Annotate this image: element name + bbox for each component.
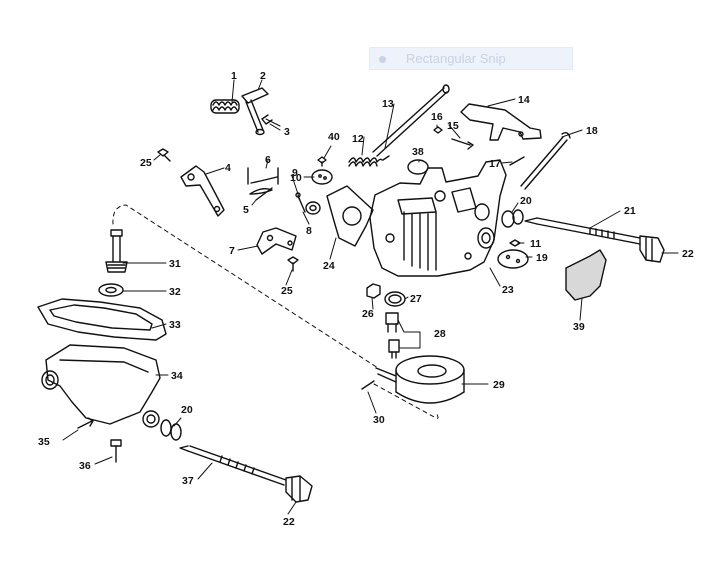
callout-38: 38: [412, 146, 424, 158]
callout-16: 16: [431, 111, 443, 123]
part-14-choke-lever: [460, 103, 542, 141]
leader-lines: [62, 79, 679, 515]
callout-8: 8: [306, 225, 312, 237]
callout-28: 28: [434, 328, 446, 340]
part-28-jets: [385, 312, 400, 359]
part-37-needle: [179, 445, 287, 486]
part-23-body: [369, 159, 507, 277]
assembly-dashed-line: [112, 204, 439, 419]
callout-37: 37: [182, 475, 194, 487]
callout-20-upper: 20: [520, 195, 532, 207]
callout-20-lower: 20: [181, 404, 193, 416]
callout-10: 10: [290, 172, 302, 184]
part-17-pin: [509, 156, 525, 166]
callout-34: 34: [171, 370, 183, 382]
callout-15: 15: [447, 120, 459, 132]
callout-23: 23: [502, 284, 514, 296]
callout-27: 27: [410, 293, 422, 305]
callout-14: 14: [518, 94, 530, 106]
callout-21: 21: [624, 205, 636, 217]
part-22-plug-lower: [285, 475, 313, 503]
part-34-float-bowl: [41, 344, 161, 428]
part-20-washer-lower: [160, 419, 182, 441]
part-5-clip: [249, 187, 273, 201]
part-9-washer: [305, 201, 321, 215]
part-21-needle: [524, 217, 641, 245]
callout-18: 18: [586, 125, 598, 137]
callout-1: 1: [231, 70, 237, 82]
part-35-screw: [77, 417, 94, 429]
callout-25-lower: 25: [281, 285, 293, 297]
part-13-shaft: [372, 84, 450, 157]
part-6-links: [247, 167, 279, 185]
callout-13: 13: [382, 98, 394, 110]
part-3-pins: [261, 114, 273, 125]
part-36-screw: [110, 439, 122, 463]
part-drawings: [37, 84, 665, 503]
part-16-nut: [433, 126, 443, 134]
part-31-bolt: [105, 229, 128, 273]
part-27-oring: [384, 291, 406, 307]
callout-31: 31: [169, 258, 181, 270]
callout-25-upper: 25: [140, 157, 152, 169]
callout-39: 39: [573, 321, 585, 333]
callout-5: 5: [243, 204, 249, 216]
snip-label: Rectangular Snip: [406, 51, 506, 66]
part-20-washer-upper: [501, 209, 524, 228]
callout-36: 36: [79, 460, 91, 472]
callout-9: 9: [292, 167, 298, 179]
callout-30: 30: [373, 414, 385, 426]
part-26-nut: [366, 283, 381, 299]
part-33-bowl-gasket: [37, 298, 167, 341]
part-12-spring: [348, 155, 390, 167]
callout-32: 32: [169, 286, 181, 298]
part-22-plug-upper: [639, 235, 665, 263]
part-2-lever: [241, 87, 269, 136]
callout-12: 12: [352, 133, 364, 145]
part-25-screw-lower: [287, 256, 299, 272]
callout-35: 35: [38, 436, 50, 448]
part-19-plate: [497, 249, 529, 269]
part-24-gasket: [326, 185, 374, 247]
part-40-screw: [317, 156, 327, 167]
callout-4: 4: [225, 162, 231, 174]
callout-19: 19: [536, 252, 548, 264]
callout-24: 24: [323, 260, 335, 272]
callout-22-lower: 22: [283, 516, 295, 528]
callout-17: 17: [489, 158, 501, 170]
part-30-pin: [361, 380, 375, 390]
part-29-float: [375, 355, 465, 404]
callout-2: 2: [260, 70, 266, 82]
callout-6: 6: [265, 154, 271, 166]
part-38-disk: [407, 159, 429, 175]
callout-26: 26: [362, 308, 374, 320]
callout-33: 33: [169, 319, 181, 331]
snip-dot-icon: [379, 56, 386, 63]
callout-3: 3: [284, 126, 290, 138]
part-39-filter: [565, 249, 607, 301]
callout-22-upper: 22: [682, 248, 694, 260]
part-4-arm: [180, 165, 225, 217]
part-15-screw: [451, 138, 474, 150]
part-1-spring: [210, 99, 240, 114]
callout-40: 40: [328, 131, 340, 143]
part-32-washer: [98, 283, 124, 297]
callout-29: 29: [493, 379, 505, 391]
rectangular-snip-overlay: Rectangular Snip: [369, 47, 573, 70]
part-7-bracket: [256, 227, 297, 255]
part-10-plate: [311, 169, 333, 185]
callout-labels: 1 2 3 4 5 6 7 8 9 10 11 12 13 14 15 16 1…: [38, 70, 694, 528]
callout-7: 7: [229, 245, 235, 257]
part-25-screw-upper: [157, 148, 171, 162]
part-8-pin: [295, 192, 306, 213]
part-18-choke-shaft: [520, 131, 571, 190]
callout-11: 11: [530, 238, 541, 250]
